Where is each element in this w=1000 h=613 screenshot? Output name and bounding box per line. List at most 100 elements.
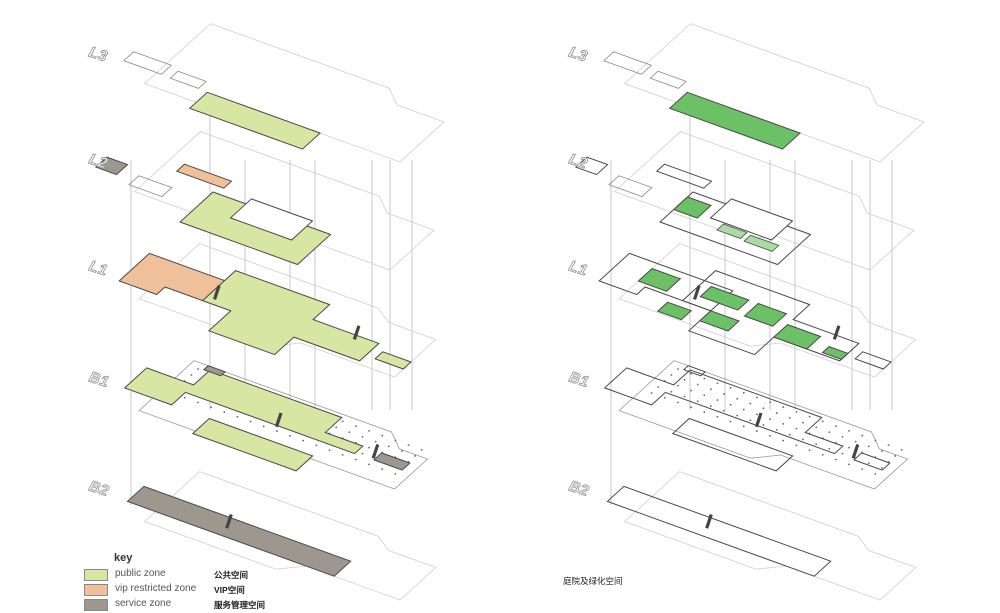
- column-dot: [328, 449, 331, 452]
- legend-swatch-public: [84, 569, 108, 581]
- column-dot: [690, 406, 692, 409]
- column-dot: [335, 426, 338, 429]
- column-dot: [723, 409, 725, 412]
- column-dot: [821, 420, 824, 423]
- l2-atrium-void: [229, 198, 314, 241]
- l3-public-zone: [668, 91, 802, 150]
- column-dot: [361, 452, 364, 455]
- legend-label-public-cn: 公共空间: [214, 570, 249, 580]
- column-dot: [703, 377, 706, 380]
- column-dot: [716, 415, 719, 418]
- l2-room: [608, 175, 653, 198]
- column-dot: [677, 368, 679, 370]
- column-dot: [670, 390, 673, 393]
- column-dot: [236, 415, 239, 418]
- column-dot: [210, 406, 212, 409]
- column-dot: [762, 407, 765, 410]
- l1-garden: [656, 301, 693, 321]
- l3-public-zone: [188, 91, 322, 150]
- column-dot: [289, 434, 291, 437]
- l2-garden: [743, 234, 780, 252]
- column-dot: [341, 420, 344, 423]
- column-dot: [348, 431, 351, 434]
- column-dot: [841, 452, 844, 455]
- legend-label-vip: vip restricted zone: [115, 583, 197, 594]
- right-level-labels: L3 L2 L1 B1 B2: [566, 43, 592, 500]
- column-dot: [729, 387, 732, 389]
- column-dot: [716, 399, 719, 401]
- level-label-b2: B2: [87, 478, 112, 500]
- left-floor-stack: [94, 23, 445, 601]
- l1-stair: [693, 285, 701, 300]
- legend-title: key: [114, 552, 133, 564]
- column-dot: [841, 435, 844, 438]
- column-dot: [874, 439, 877, 442]
- b1-public-zone: [603, 367, 844, 455]
- column-dot: [368, 463, 370, 466]
- level-label-l2: L2: [87, 151, 110, 173]
- l2-garden: [716, 223, 748, 239]
- column-dot: [887, 444, 890, 447]
- l1-public-wing: [374, 351, 412, 370]
- column-dot: [683, 395, 686, 398]
- column-dot: [835, 425, 837, 428]
- column-dot: [802, 421, 804, 424]
- l2-vip-zone: [175, 163, 233, 189]
- column-dot: [368, 429, 370, 432]
- legend-item-public: public zone 公共空间: [84, 568, 334, 581]
- l2-ghost-outline: [613, 131, 915, 271]
- column-dot: [420, 449, 423, 451]
- column-dot: [736, 397, 739, 400]
- column-dot: [690, 372, 693, 375]
- column-dot: [867, 462, 870, 465]
- legend-label-service-cn: 服务管理空间: [214, 600, 266, 610]
- l2-service-zone: [94, 156, 129, 176]
- column-dot: [677, 384, 679, 387]
- l2-ghost-outline: [133, 131, 435, 271]
- column-dot: [315, 444, 318, 447]
- column-dot: [795, 444, 798, 447]
- level-label-l3-right: L3: [567, 44, 590, 66]
- column-dot: [394, 473, 397, 475]
- legend-label-public: public zone: [115, 568, 166, 579]
- column-dot: [808, 415, 811, 418]
- column-dot: [703, 394, 706, 397]
- column-dot: [249, 420, 252, 423]
- column-dot: [657, 386, 660, 388]
- column-dot: [374, 440, 377, 443]
- column-dot: [355, 425, 357, 428]
- l1-garden: [698, 310, 740, 332]
- column-dot: [696, 383, 699, 386]
- column-dot: [894, 455, 897, 457]
- l1-garden: [821, 346, 849, 360]
- column-dot: [881, 450, 883, 453]
- column-dot: [183, 396, 186, 399]
- column-dot: [821, 453, 824, 456]
- l3-room: [169, 70, 207, 89]
- column-dot: [275, 430, 278, 432]
- b1-stair: [274, 412, 283, 428]
- level-label-b2-right: B2: [567, 478, 592, 500]
- b1-stair: [754, 412, 763, 428]
- l1-stair: [213, 285, 221, 300]
- left-level-labels: L3 L2 L1 B1 B2: [86, 43, 112, 500]
- column-dot: [709, 405, 712, 407]
- level-label-b1: B1: [87, 369, 111, 391]
- l1-vip-zone: [598, 252, 734, 312]
- column-dot: [854, 440, 857, 443]
- column-dot: [742, 425, 745, 428]
- level-label-l2-right: L2: [567, 151, 590, 173]
- column-dot: [749, 419, 752, 422]
- column-dot: [848, 463, 850, 466]
- column-dot: [381, 468, 384, 471]
- b2-service-zone: [126, 485, 352, 577]
- column-dot: [262, 425, 265, 428]
- column-dot: [881, 467, 883, 469]
- l1-ghost-outline: [138, 243, 437, 378]
- column-dot: [677, 401, 679, 404]
- b1-floor-outline: [138, 360, 429, 490]
- l2-vip-zone: [655, 163, 713, 189]
- column-dot: [874, 473, 877, 475]
- legend-swatch-service: [84, 599, 108, 611]
- b1-service-zone: [682, 365, 707, 377]
